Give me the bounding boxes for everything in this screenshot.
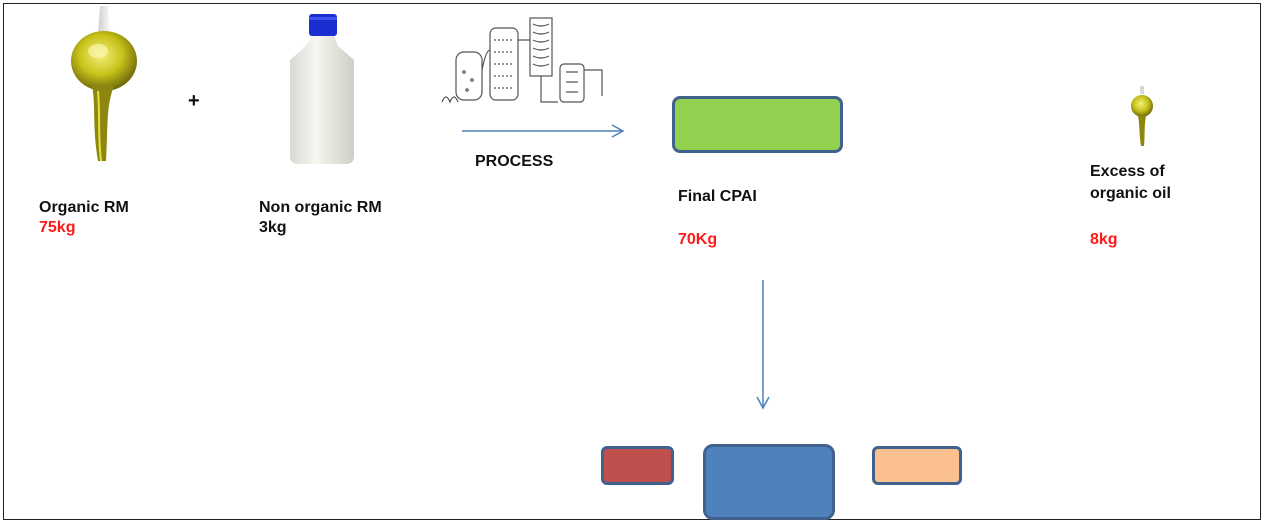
final-cpai-label: Final CPAI	[678, 188, 757, 205]
distillation-apparatus-icon	[441, 17, 603, 104]
organic-oil-pour-icon	[71, 6, 137, 162]
bottom-center-box	[703, 444, 835, 520]
process-label: PROCESS	[475, 153, 554, 170]
down-arrow	[756, 280, 770, 410]
plus-operator: +	[188, 90, 200, 112]
non-organic-rm-label: Non organic RM	[259, 199, 382, 216]
final-cpai-quantity: 70Kg	[678, 231, 718, 248]
bottom-right-box	[872, 446, 962, 485]
excess-label-line2: organic oil	[1090, 185, 1171, 202]
final-cpai-box	[672, 96, 843, 153]
white-bottle-icon	[290, 14, 354, 164]
excess-label-line1: Excess of	[1090, 163, 1165, 180]
diagram-frame	[3, 3, 1261, 520]
bottom-left-box	[601, 446, 674, 485]
organic-rm-quantity: 75kg	[39, 219, 76, 236]
organic-rm-label: Organic RM	[39, 199, 129, 216]
non-organic-rm-quantity: 3kg	[259, 219, 287, 236]
process-arrow	[462, 124, 625, 138]
excess-oil-drop-icon	[1131, 86, 1153, 146]
excess-quantity: 8kg	[1090, 231, 1118, 248]
